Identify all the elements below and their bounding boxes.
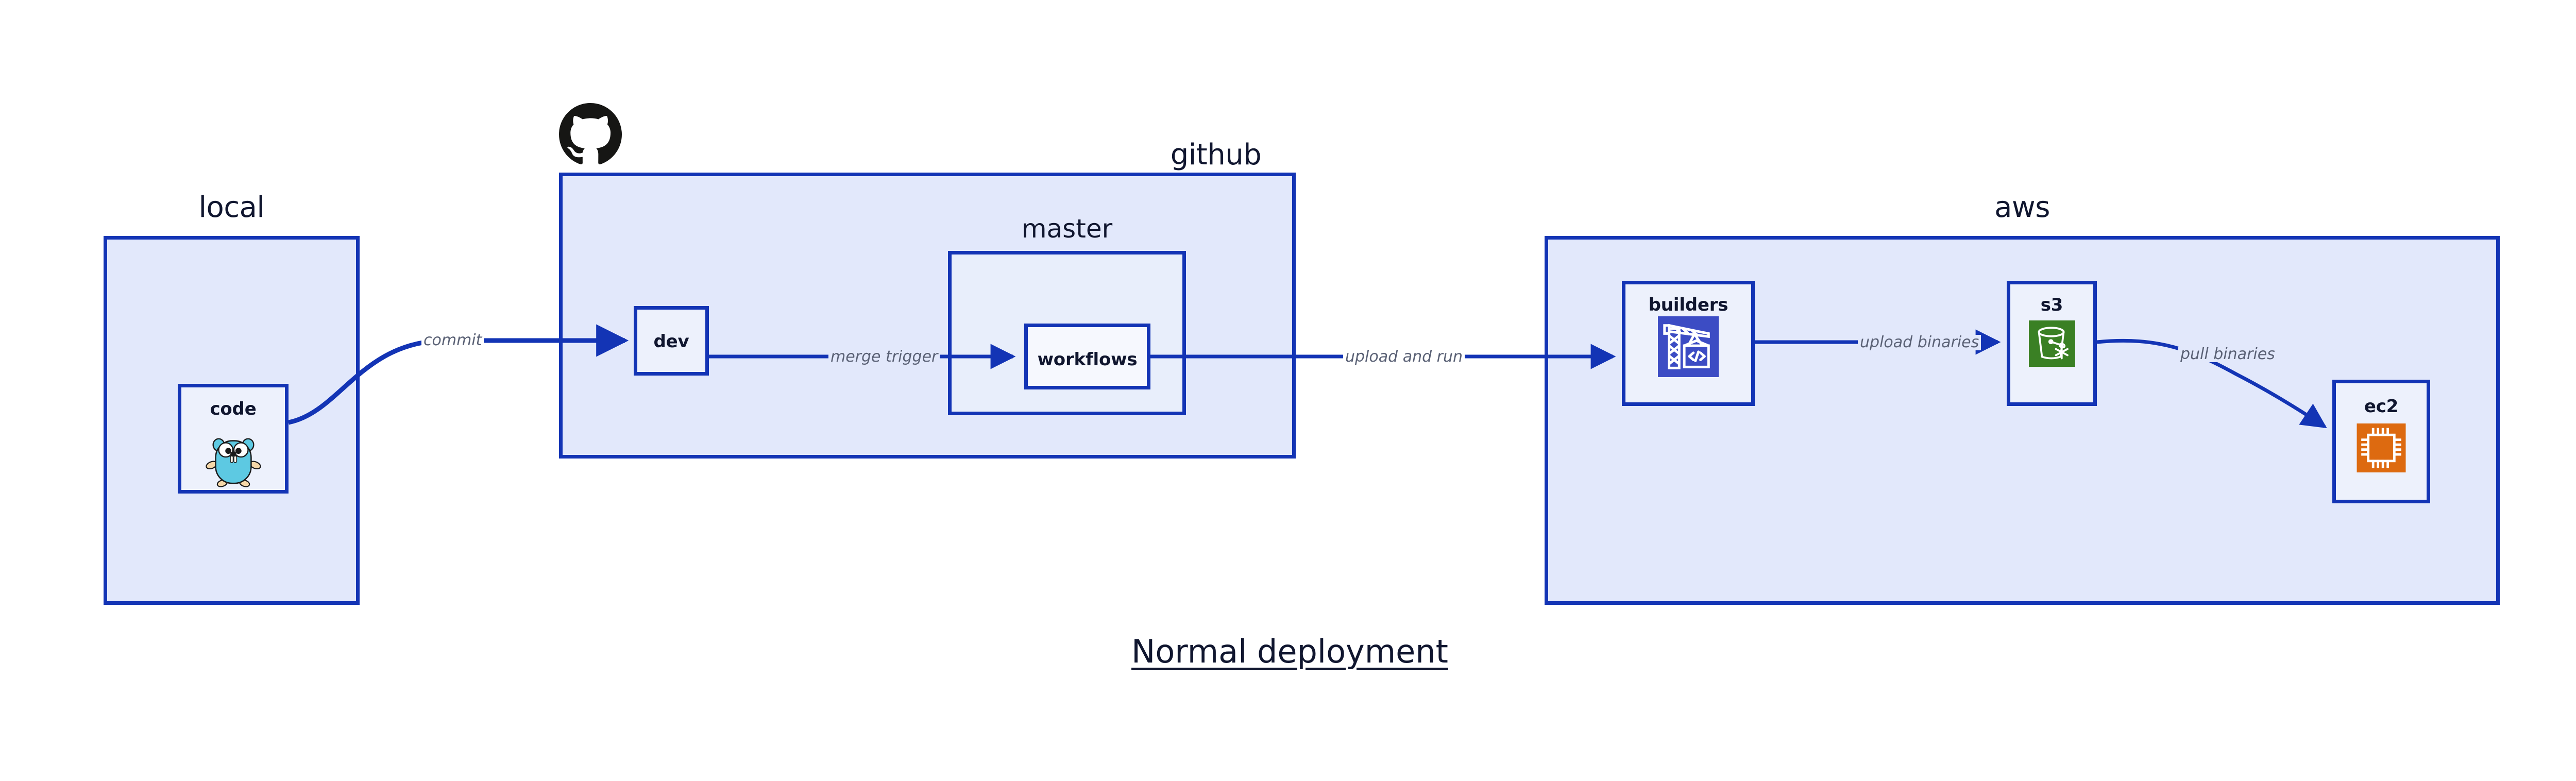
go-gopher-icon — [203, 428, 264, 490]
node-box-dev[interactable]: dev — [634, 306, 709, 376]
node-box-builders[interactable]: builders — [1622, 281, 1755, 406]
edge-label-upload-binaries: upload binaries — [1858, 335, 1981, 350]
node-title-s3: s3 — [2040, 295, 2063, 315]
node-box-ec2[interactable]: ec2 — [2332, 380, 2430, 503]
node-box-s3[interactable]: s3 — [2007, 281, 2097, 406]
node-box-workflows[interactable]: workflows — [1024, 324, 1150, 389]
node-title-dev: dev — [653, 331, 689, 352]
aws-ec2-chip-icon — [2357, 423, 2406, 474]
node-title-builders: builders — [1648, 295, 1728, 315]
edge-label-upload-and-run: upload and run — [1343, 349, 1465, 365]
group-label-github: github — [1170, 138, 1262, 172]
diagram-caption: Normal deployment — [1131, 633, 1448, 670]
subgroup-label-master: master — [1021, 214, 1113, 244]
node-title-code: code — [210, 399, 257, 419]
github-octocat-icon — [559, 101, 622, 169]
edge-label-pull-binaries: pull binaries — [2178, 347, 2277, 362]
aws-codebuild-crane-icon — [1658, 316, 1719, 379]
edge-label-merge-trigger: merge trigger — [828, 349, 940, 365]
group-label-local: local — [198, 191, 265, 224]
edge-label-commit: commit — [421, 333, 484, 348]
node-box-code[interactable]: code — [178, 384, 289, 494]
node-title-ec2: ec2 — [2364, 396, 2399, 417]
node-title-workflows: workflows — [1037, 349, 1138, 370]
edge-commit — [288, 324, 629, 425]
aws-s3-bucket-snowflake-icon — [2028, 320, 2075, 369]
edge-pull-binaries — [2096, 338, 2327, 429]
group-label-aws: aws — [1994, 191, 2050, 224]
